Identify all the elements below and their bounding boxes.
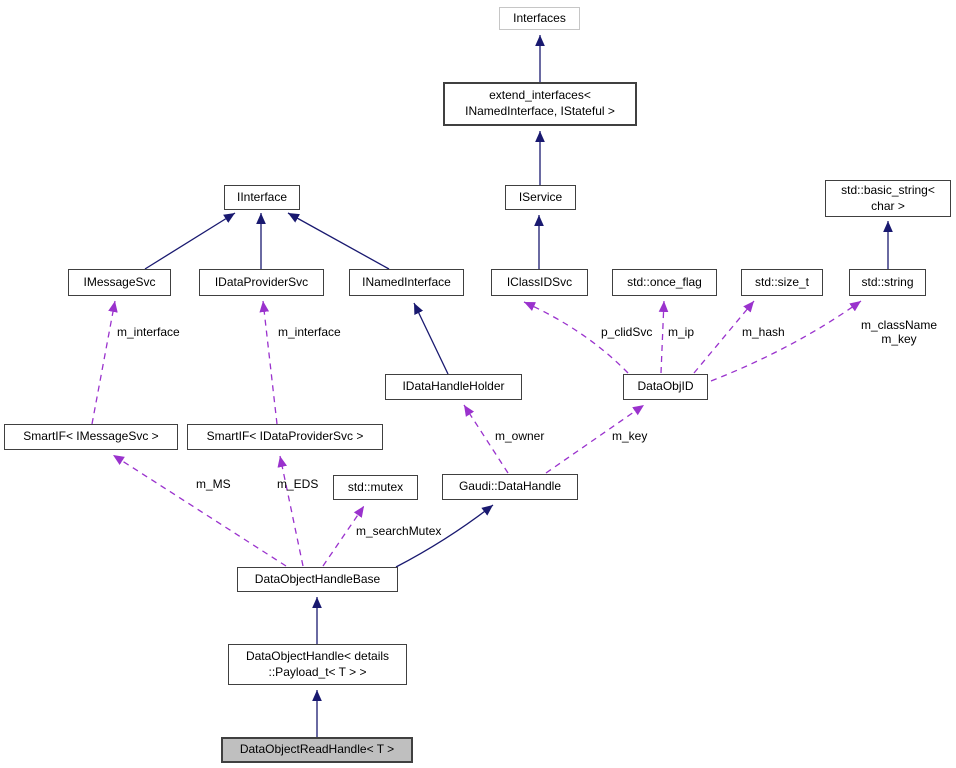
node-idataprovidersvc[interactable]: IDataProviderSvc [199, 269, 324, 296]
edge-label-m-key: m_key [612, 429, 648, 443]
edge-usage-m-interface-to-idataprovidersvc [259, 300, 278, 425]
edge-label-m-classname-m-key: m_className m_key [860, 318, 938, 346]
edge-usage-m-eds-to-smartif-idataprovidersvc [277, 455, 304, 567]
edge-usage-m-ip-to-std-once-flag [658, 300, 669, 374]
edge-inherit-inamedinterface-to-iinterface [287, 212, 390, 270]
edge-usage-m-interface-to-imessagesvc [91, 300, 118, 425]
edge-usage-m-classname-m-key-to-std-string [710, 300, 862, 382]
node-dataobjecthandle[interactable]: DataObjectHandle< details ::Payload_t< T… [228, 644, 407, 685]
edge-usage-m-key-to-dataobjid [545, 404, 645, 474]
edge-usage-m-ms-to-smartif-imessagesvc [112, 454, 287, 567]
node-iinterface[interactable]: IInterface [224, 185, 300, 210]
node-smartif-imessagesvc[interactable]: SmartIF< IMessageSvc > [4, 424, 178, 450]
edge-inherit-dataobjecthandlebase-to-gaudi-datahandle [395, 504, 494, 568]
edge-inherit-idatahandleholder-to-inamedinterface [413, 302, 449, 375]
edge-usage-m-hash-to-std-size-t [693, 300, 755, 374]
node-imessagesvc[interactable]: IMessageSvc [68, 269, 171, 296]
node-interfaces: Interfaces [499, 7, 580, 30]
node-std-basic-string[interactable]: std::basic_string< char > [825, 180, 951, 217]
edge-label-m-interface-ms: m_interface [117, 325, 180, 339]
node-gaudi-datahandle[interactable]: Gaudi::DataHandle [442, 474, 578, 500]
node-dataobjecthandlebase[interactable]: DataObjectHandleBase [237, 567, 398, 592]
edge-label-m-hash: m_hash [742, 325, 785, 339]
edge-label-m-eds: m_EDS [277, 477, 319, 491]
edge-inherit-imessagesvc-to-iinterface [144, 212, 236, 270]
node-iclassidsvc[interactable]: IClassIDSvc [491, 269, 588, 296]
edge-usage-p-clidsvc-to-iclassidsvc [523, 301, 629, 374]
edge-label-m-interface-eds: m_interface [278, 325, 341, 339]
node-std-size-t[interactable]: std::size_t [741, 269, 823, 296]
node-std-mutex[interactable]: std::mutex [333, 475, 418, 500]
edge-usage-m-owner-to-idatahandleholder [463, 404, 509, 474]
edge-label-m-owner: m_owner [495, 429, 545, 443]
node-dataobjid[interactable]: DataObjID [623, 374, 708, 400]
node-smartif-idataprovidersvc[interactable]: SmartIF< IDataProviderSvc > [187, 424, 383, 450]
node-inamedinterface[interactable]: INamedInterface [349, 269, 464, 296]
node-iservice[interactable]: IService [505, 185, 576, 210]
edge-label-m-searchmutex: m_searchMutex [356, 524, 442, 538]
node-std-string[interactable]: std::string [849, 269, 926, 296]
edge-usage-m-searchmutex-to-std-mutex [322, 505, 365, 567]
edge-label-m-ip: m_ip [668, 325, 695, 339]
node-idatahandleholder[interactable]: IDataHandleHolder [385, 374, 522, 400]
node-dataobjectreadhandle: DataObjectReadHandle< T > [221, 737, 413, 763]
node-std-once-flag[interactable]: std::once_flag [612, 269, 717, 296]
edge-label-p-clidsvc: p_clidSvc [601, 325, 653, 339]
node-extend-interfaces[interactable]: extend_interfaces< INamedInterface, ISta… [443, 82, 637, 126]
edge-label-m-ms: m_MS [196, 477, 231, 491]
